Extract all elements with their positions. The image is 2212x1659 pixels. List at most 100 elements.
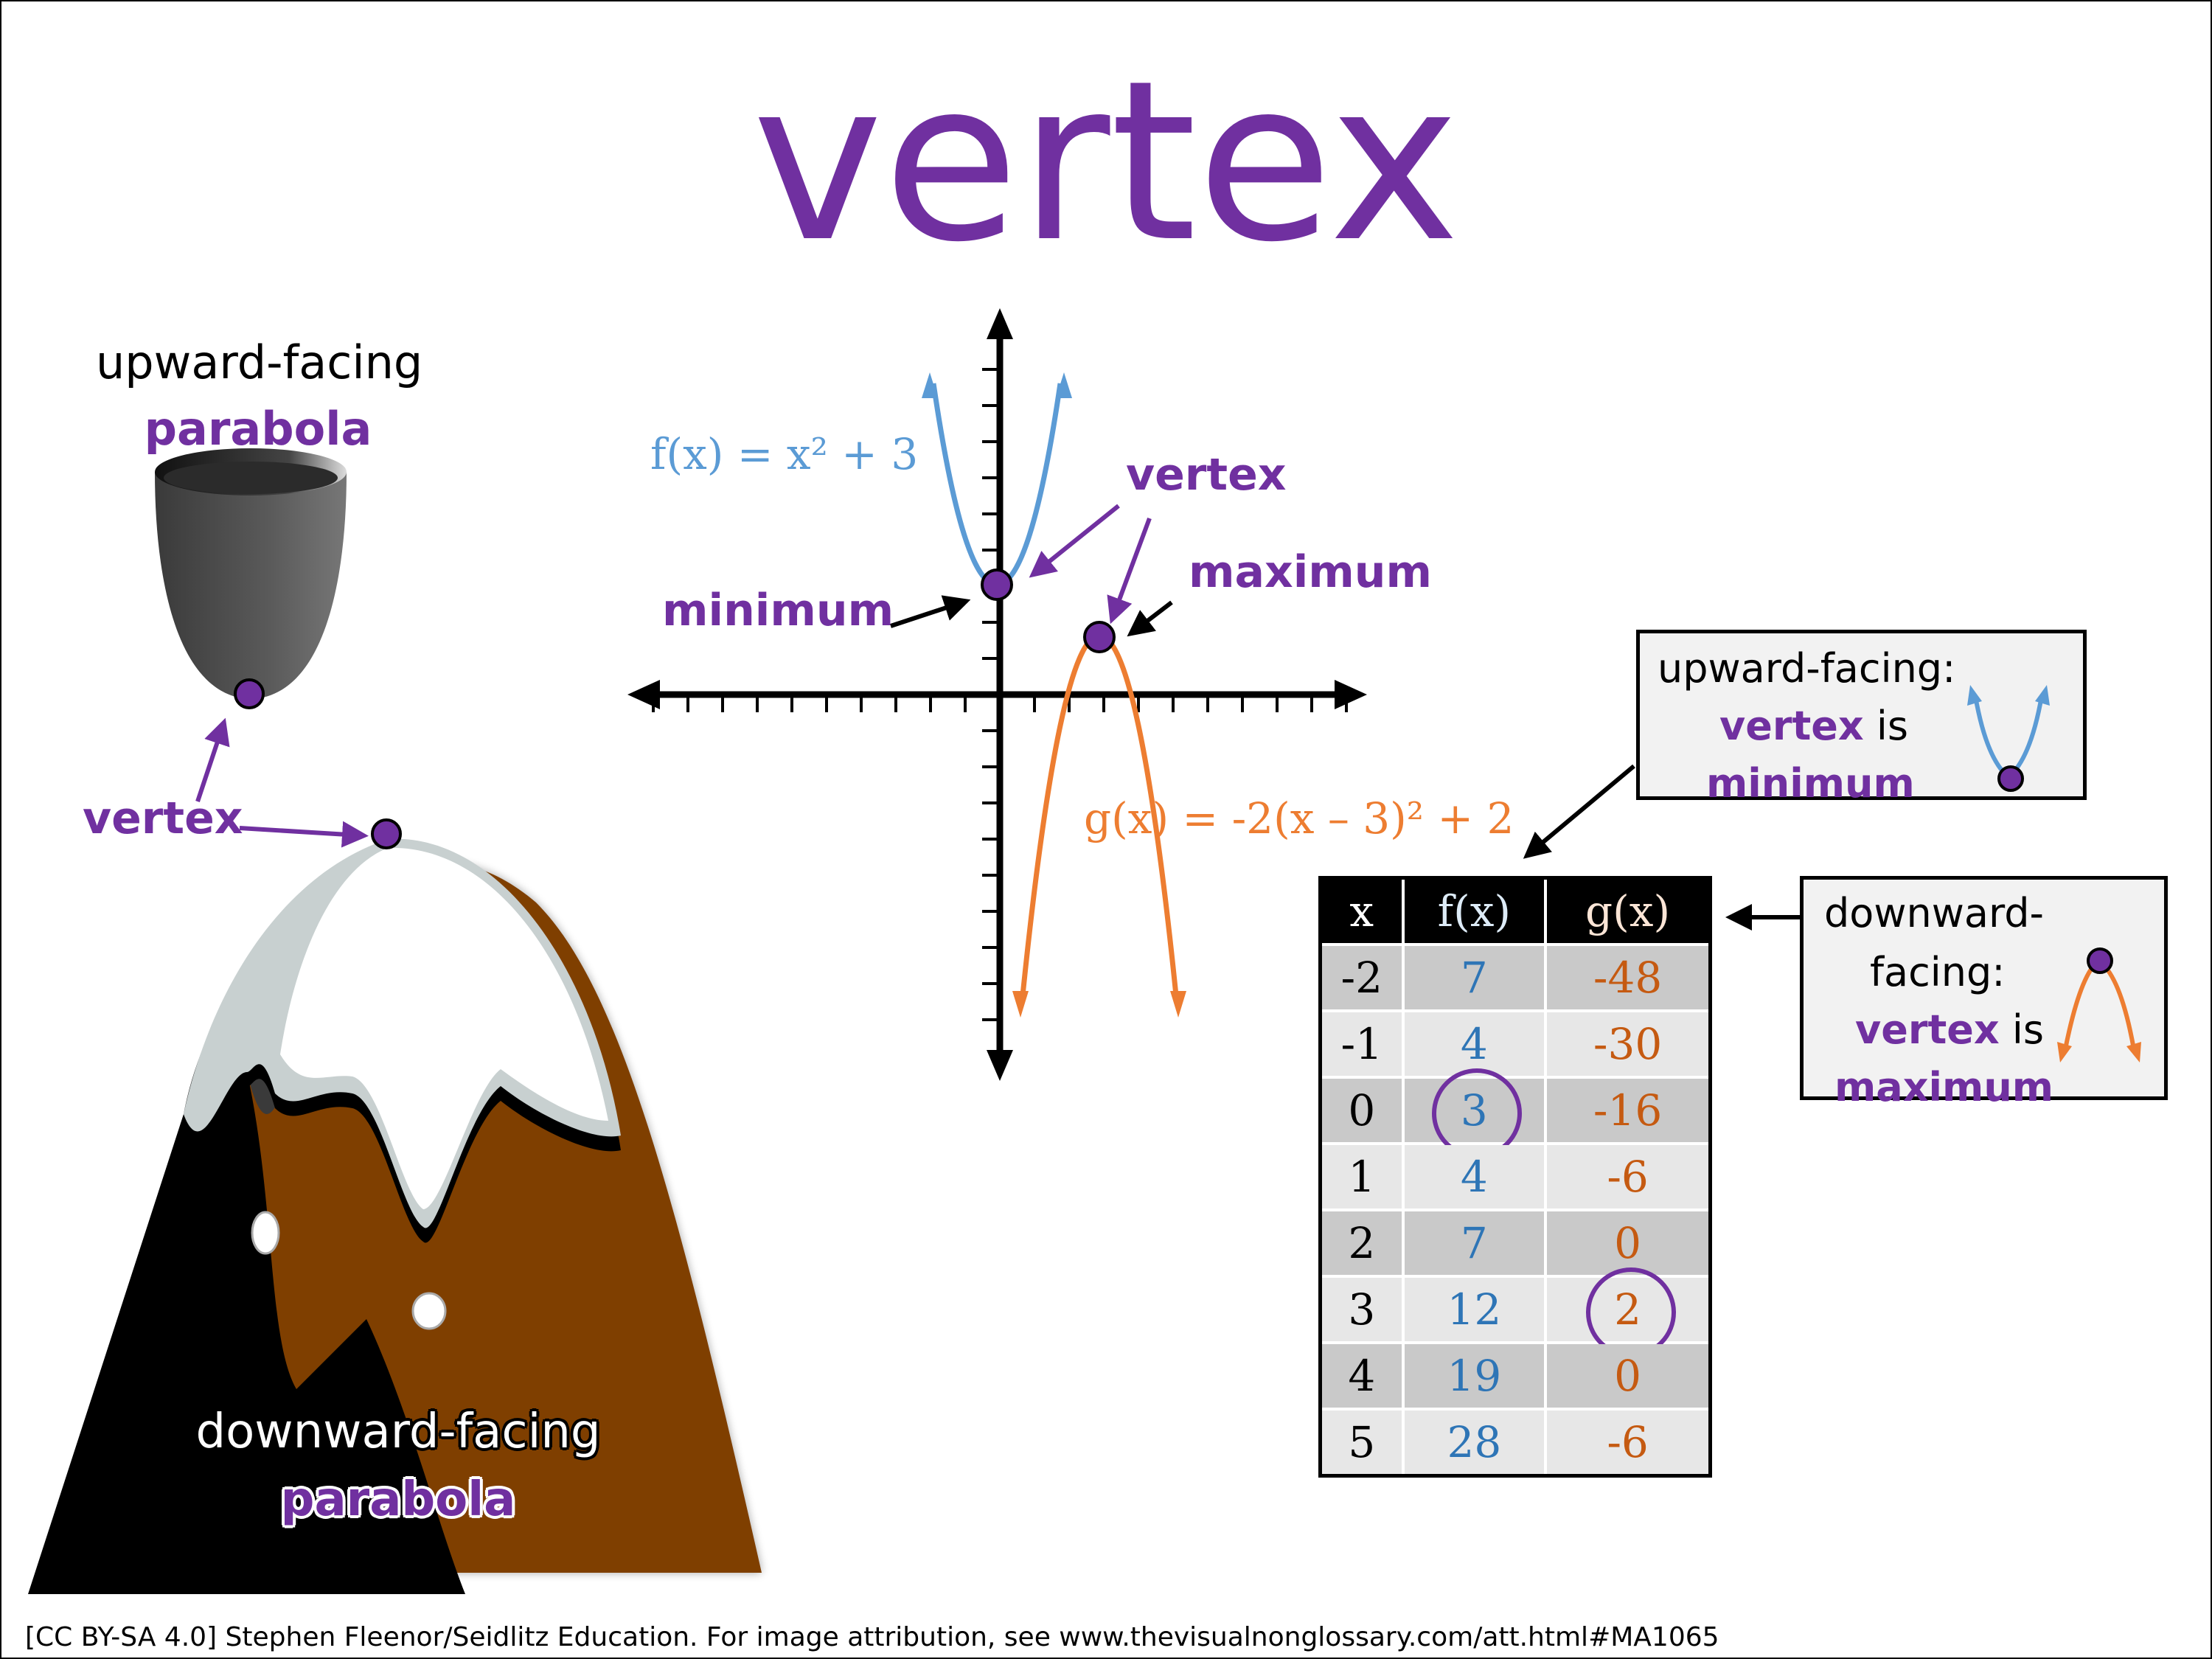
cell-x: 5 — [1318, 1408, 1405, 1478]
cell-f: 3 — [1401, 1068, 1548, 1158]
minimum-label: minimum — [662, 585, 894, 636]
cell-value: 7 — [1460, 953, 1488, 1003]
downward-box-line1: downward- — [1824, 890, 2044, 936]
cell-value: 4 — [1460, 1019, 1488, 1069]
cell-x: 0 — [1318, 1076, 1405, 1145]
cell-x: 1 — [1318, 1142, 1405, 1211]
downward-box-is-word: is — [1999, 1006, 2045, 1053]
f-vertex-dot — [981, 568, 1013, 601]
attribution-text: [CC BY-SA 4.0] Stephen Fleenor/Seidlitz … — [25, 1622, 1719, 1652]
coordinate-axes — [627, 308, 1367, 1081]
cell-g: 0 — [1544, 1341, 1712, 1411]
cell-x: 3 — [1318, 1275, 1405, 1344]
header-fx: f(x) — [1402, 877, 1548, 945]
downward-parabola-icon — [2057, 947, 2141, 1062]
downward-box-line2: facing: — [1870, 949, 2006, 995]
cell-value: 0 — [1614, 1218, 1642, 1268]
mountain-caption-line2: parabola — [280, 1472, 516, 1527]
upward-box-line3: minimum — [1706, 760, 1915, 807]
mountain-caption-line1: downward-facing — [195, 1405, 601, 1459]
upward-box-arrow — [1523, 764, 1635, 859]
cell-value: -48 — [1593, 953, 1663, 1003]
upward-box-line1: upward-facing: — [1658, 645, 1956, 692]
upward-box-line2: vertex is — [1719, 697, 1908, 756]
upward-box-vertex-word: vertex — [1719, 703, 1864, 749]
cup-caption-line2: parabola — [144, 402, 372, 456]
vertex-arrow-g — [1107, 517, 1152, 625]
cell-g: 2 — [1544, 1267, 1712, 1357]
cell-f: 7 — [1401, 943, 1548, 1012]
cell-g: -48 — [1544, 943, 1712, 1012]
downward-box-line4: maximum — [1834, 1064, 2054, 1110]
cup-icon — [155, 448, 347, 699]
cell-g: 0 — [1544, 1208, 1712, 1278]
mountain-icon — [28, 838, 762, 1594]
vertex-arrow-to-cup — [195, 717, 230, 802]
cell-f: 12 — [1401, 1275, 1548, 1344]
cell-value: 0 — [1614, 1351, 1642, 1401]
g-vertex-dot — [1083, 621, 1116, 653]
cell-g: -6 — [1544, 1408, 1712, 1478]
table-row: 1 4 -6 — [1318, 1142, 1712, 1211]
cell-value: -6 — [1607, 1152, 1649, 1202]
minimum-arrow — [890, 595, 971, 628]
cell-x: 2 — [1318, 1208, 1405, 1278]
cell-value: 3 — [1348, 1284, 1376, 1335]
cell-g: -6 — [1544, 1142, 1712, 1211]
cell-value: 12 — [1447, 1284, 1502, 1335]
downward-box-line3: vertex is — [1855, 1001, 2044, 1060]
table-row: -1 4 -30 — [1318, 1009, 1712, 1079]
g-arrowhead-right — [1170, 991, 1186, 1018]
cell-f: 7 — [1401, 1208, 1548, 1278]
upward-facing-info-box: upward-facing: vertex is minimum — [1636, 630, 2087, 807]
cell-value: 0 — [1348, 1085, 1376, 1135]
page-title: vertex — [752, 33, 1460, 291]
cup-vertex-dot — [234, 678, 265, 709]
vertex-arrow-f — [1029, 504, 1120, 578]
header-gx: g(x) — [1545, 877, 1711, 945]
f-arrowhead-right — [1056, 372, 1072, 398]
vertex-label: vertex — [1126, 449, 1286, 501]
left-vertex-label: vertex — [83, 793, 243, 844]
cell-value: -6 — [1607, 1417, 1649, 1467]
f-arrowhead-left — [922, 372, 938, 398]
g-arrowhead-left — [1012, 991, 1029, 1018]
table-row: 5 28 -6 — [1318, 1408, 1712, 1478]
maximum-arrow — [1127, 600, 1173, 637]
cell-x: -1 — [1318, 1009, 1405, 1079]
cell-value: -2 — [1340, 953, 1383, 1003]
cell-g: -16 — [1544, 1076, 1712, 1145]
header-x: x — [1320, 877, 1405, 945]
upward-parabola-icon — [1967, 685, 2050, 792]
cell-value: 19 — [1447, 1351, 1502, 1401]
cell-value: 4 — [1348, 1351, 1376, 1401]
cell-x: 4 — [1318, 1341, 1405, 1411]
table-header-row: x f(x) g(x) — [1320, 877, 1711, 945]
table-row: 3 12 2 — [1318, 1267, 1712, 1357]
maximum-label: maximum — [1189, 546, 1432, 598]
cell-f: 19 — [1401, 1341, 1548, 1411]
cell-value: -30 — [1593, 1019, 1663, 1069]
cell-value: -16 — [1593, 1085, 1663, 1135]
vertex-arrow-to-mountain — [239, 821, 369, 848]
cell-g: -30 — [1544, 1009, 1712, 1079]
downward-box-vertex-word: vertex — [1855, 1006, 2000, 1053]
cell-value: 1 — [1348, 1152, 1376, 1202]
downward-facing-info-box: downward- facing: vertex is maximum — [1800, 876, 2168, 1110]
cell-value: 2 — [1348, 1218, 1376, 1268]
cell-value: 28 — [1447, 1417, 1502, 1467]
f-equation-label: f(x) = x² + 3 — [650, 429, 918, 479]
cell-f: 4 — [1401, 1142, 1548, 1211]
cell-f: 4 — [1401, 1009, 1548, 1079]
cell-value: 4 — [1460, 1152, 1488, 1202]
cell-f: 28 — [1401, 1408, 1548, 1478]
cell-value: 5 — [1348, 1417, 1376, 1467]
mountain-vertex-dot — [371, 818, 402, 849]
cell-value: -1 — [1340, 1019, 1383, 1069]
g-equation-label: g(x) = -2(x – 3)² + 2 — [1084, 793, 1514, 844]
